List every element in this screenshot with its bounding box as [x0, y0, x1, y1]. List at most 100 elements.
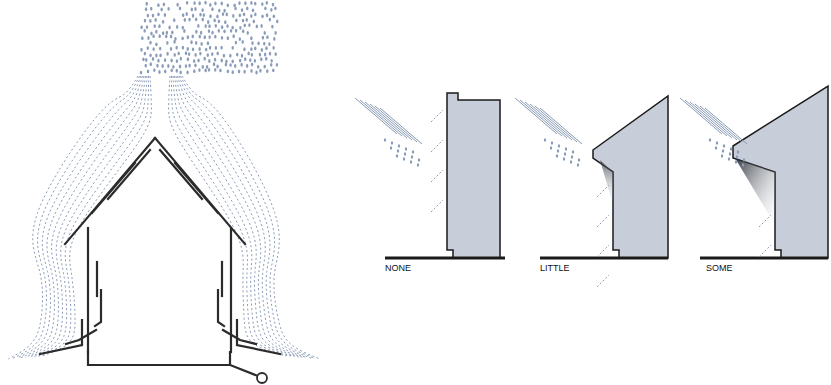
rain-drop: [716, 141, 718, 145]
rain-drop: [216, 15, 218, 19]
rain-splash: [431, 200, 443, 212]
rain-drop: [572, 150, 574, 154]
rain-drop: [180, 57, 182, 61]
rain-drop: [396, 154, 398, 158]
rain-drop: [276, 20, 278, 24]
rain-splash: [597, 185, 609, 197]
rain-drop: [221, 59, 223, 63]
rain-drop: [403, 157, 405, 161]
rain-splash: [597, 245, 609, 257]
rain-drop: [226, 24, 228, 28]
wall-some: [700, 86, 828, 258]
rain-drop: [147, 70, 149, 74]
rain-drop: [743, 158, 745, 162]
rain-drop: [152, 57, 154, 61]
rain-streak: [360, 100, 402, 136]
rain-drop: [192, 47, 194, 51]
rain-drop: [417, 163, 419, 167]
rain-drop: [238, 1, 240, 5]
rain-drop: [263, 42, 265, 46]
rain-drop: [259, 53, 261, 57]
rain-drop: [232, 46, 234, 50]
rain-drop: [715, 146, 717, 150]
rain-drop: [265, 46, 267, 50]
rain-drop: [227, 3, 229, 7]
rain-drop: [250, 47, 252, 51]
rain-drop: [243, 12, 245, 16]
rain-drop: [176, 25, 178, 29]
rain-drop: [198, 47, 200, 51]
rain-drop: [195, 41, 197, 45]
rain-drop: [250, 69, 252, 73]
rain-drop: [208, 35, 210, 39]
rain-drop: [247, 31, 249, 35]
rain-drop: [246, 7, 248, 11]
rain-drop: [204, 35, 206, 39]
rain-streak: [525, 102, 567, 138]
rain-drop: [179, 70, 181, 74]
rain-drop: [709, 138, 711, 142]
rain-drop: [229, 63, 231, 67]
rain-drop: [197, 24, 199, 28]
rain-drop: [202, 18, 204, 22]
rain-drop: [188, 52, 190, 56]
rain-drop: [220, 46, 222, 50]
rain-drop: [185, 51, 187, 55]
rain-flow-line: [169, 76, 286, 356]
rain-drop: [222, 12, 224, 16]
rain-drop: [257, 41, 259, 45]
rain-drop: [226, 13, 228, 17]
rain-drop: [274, 31, 276, 35]
rain-streak: [705, 108, 747, 144]
rain-flow-line: [13, 76, 140, 358]
rain-drop: [266, 35, 268, 39]
rain-drop: [187, 35, 189, 39]
rain-drop: [158, 34, 160, 38]
rain-drop: [252, 8, 254, 12]
rain-drop: [182, 46, 184, 50]
rain-drop: [211, 52, 213, 56]
rain-drop: [152, 47, 154, 51]
rain-drop: [204, 24, 206, 28]
rain-drop: [221, 25, 223, 29]
rain-drop: [244, 57, 246, 61]
rain-drop: [251, 53, 253, 57]
rain-drop: [242, 19, 244, 23]
rain-drop: [253, 19, 255, 23]
rain-drop: [155, 18, 157, 22]
rain-drop: [742, 163, 744, 167]
rain-drop: [186, 70, 188, 74]
section-label: SOME: [706, 264, 733, 273]
wall-none: [385, 93, 505, 258]
rain-streak: [370, 104, 412, 140]
rain-drop: [173, 18, 175, 22]
rain-drop: [186, 1, 188, 5]
rain-drop: [214, 68, 216, 72]
rain-drop: [570, 160, 572, 164]
rain-drop: [249, 58, 251, 62]
rain-drop: [230, 29, 232, 33]
rain-flow-line: [17, 76, 141, 358]
rain-drop: [410, 160, 412, 164]
rain-drop: [723, 144, 725, 148]
rain-drop: [232, 14, 234, 18]
rain-drop: [149, 41, 151, 45]
rain-streak: [530, 104, 572, 140]
rain-drop: [219, 69, 221, 73]
rain-drop: [208, 24, 210, 28]
rain-drop: [159, 54, 161, 58]
rain-drop: [174, 53, 176, 57]
rain-drop: [216, 65, 218, 69]
rain-drop: [260, 24, 262, 28]
rain-drop: [251, 41, 253, 45]
rain-drop: [184, 18, 186, 22]
rain-drop: [152, 14, 154, 18]
rain-drop: [266, 1, 268, 5]
rain-drop: [577, 163, 579, 167]
rain-drop: [145, 7, 147, 11]
rain-drop: [211, 7, 213, 11]
rain-drop: [147, 14, 149, 18]
rain-drop: [239, 37, 241, 41]
rain-drop: [158, 24, 160, 28]
